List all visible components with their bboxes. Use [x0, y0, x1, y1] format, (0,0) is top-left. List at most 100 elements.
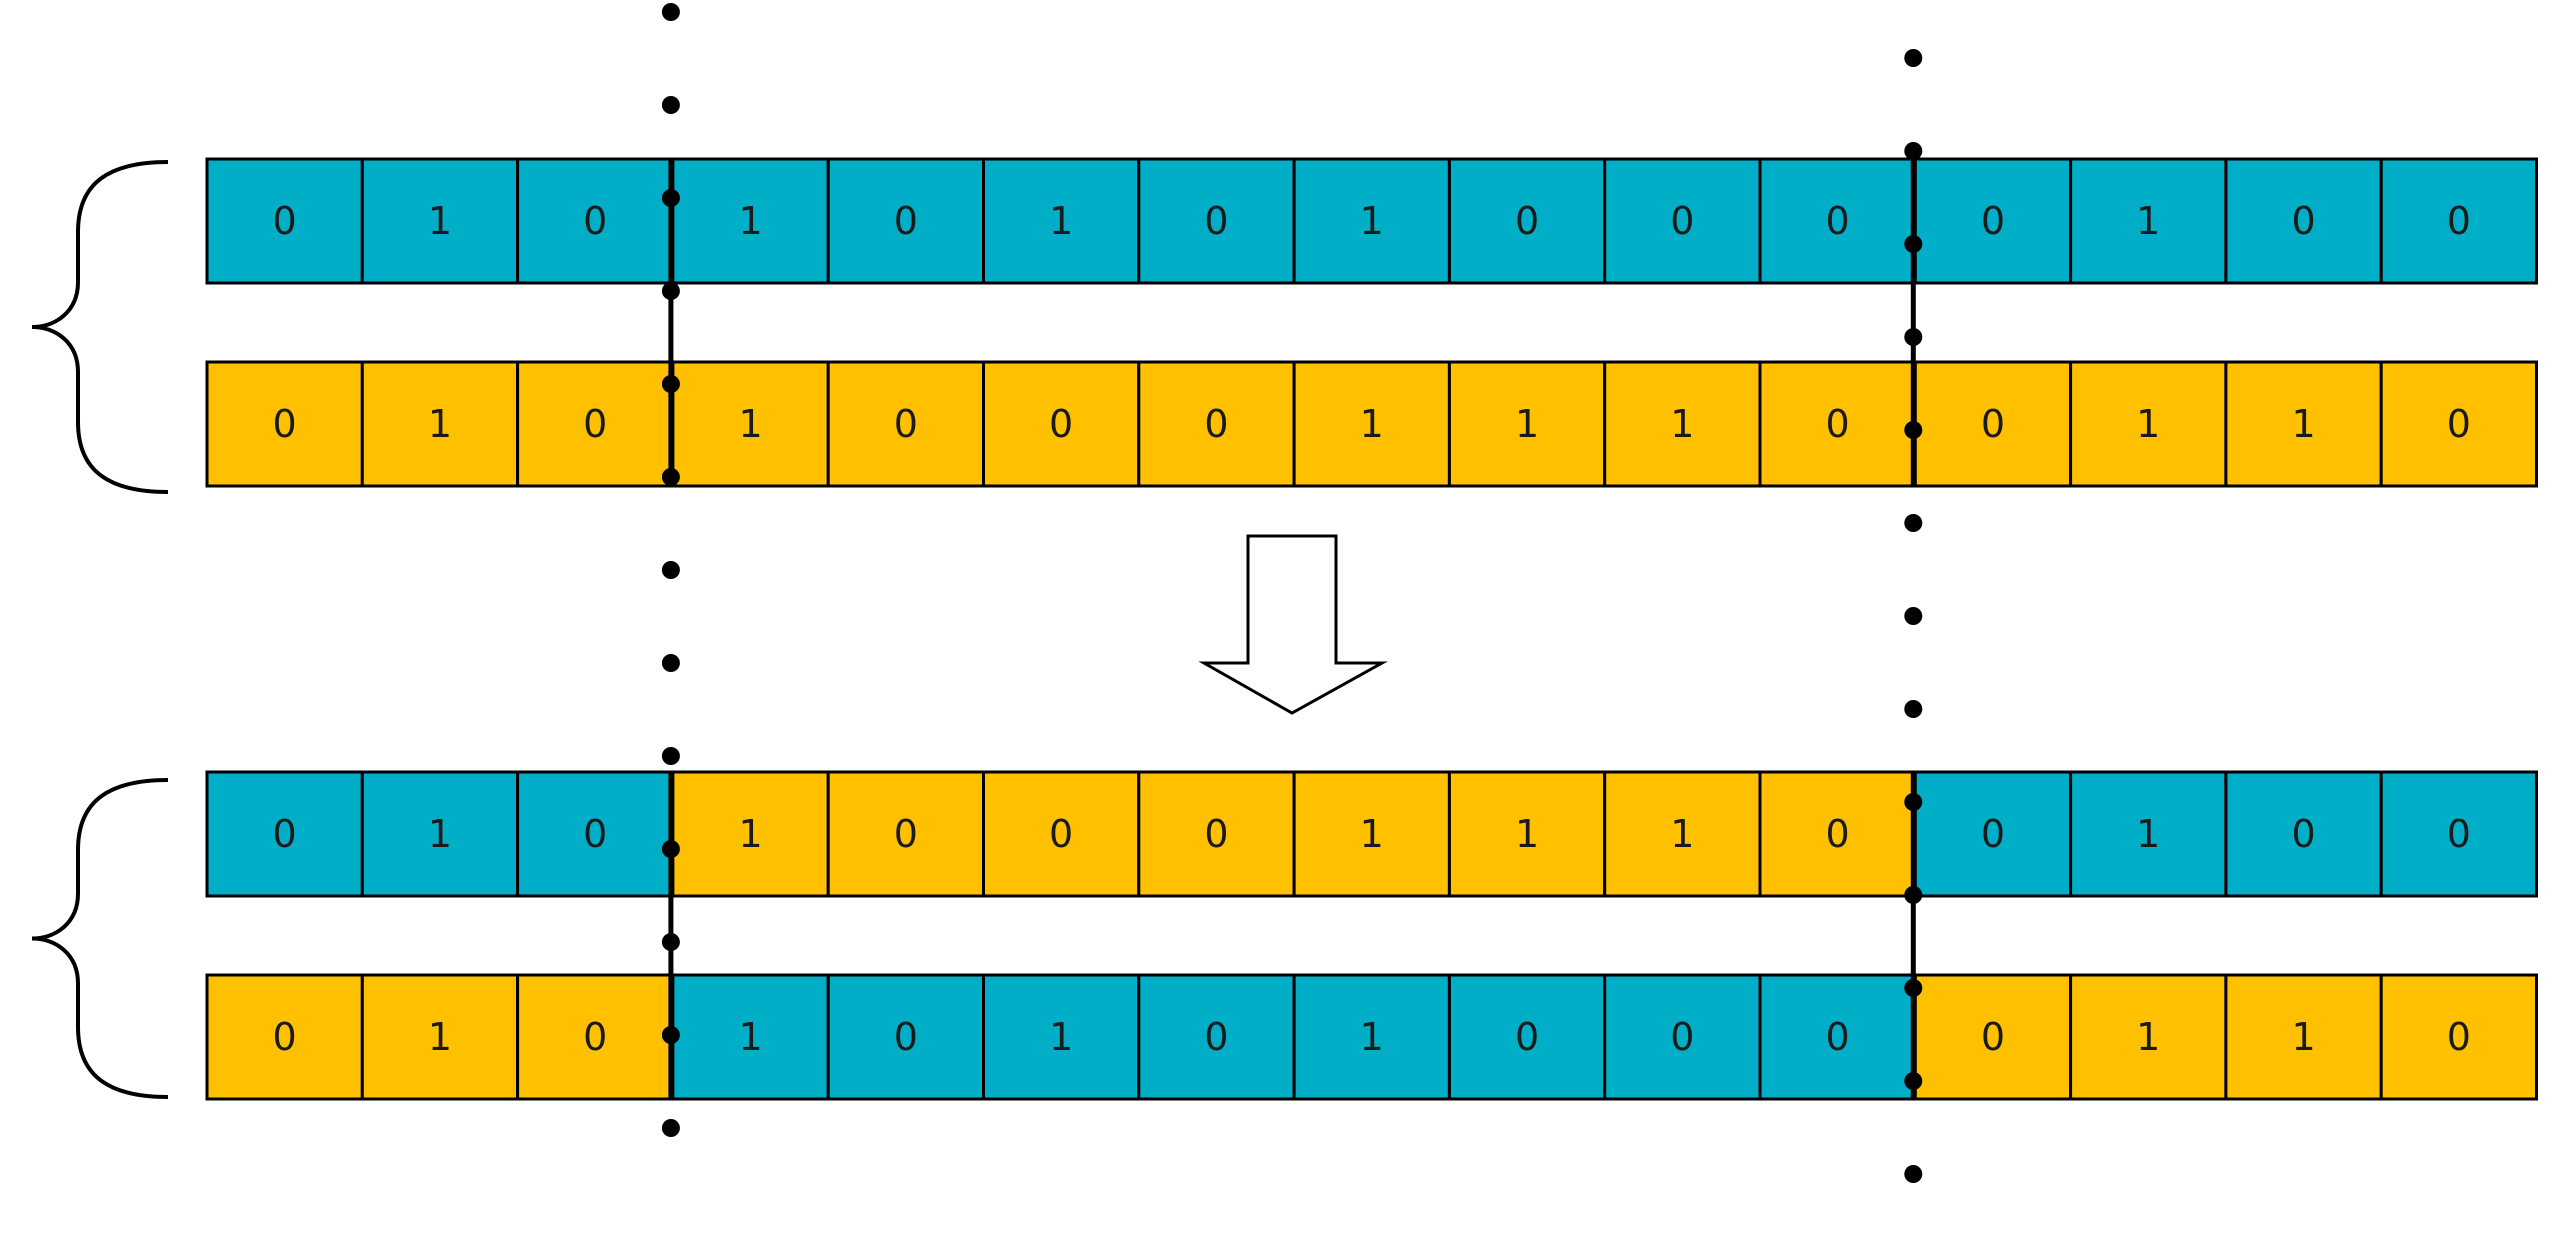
gene-cell-box	[205, 973, 364, 1101]
gene-cell: 0	[205, 770, 364, 898]
gene-cell: 1	[360, 770, 520, 898]
cut-dot	[1904, 49, 1923, 67]
gene-cell: 0	[1137, 770, 1296, 898]
gene-bit: 1	[738, 1015, 762, 1059]
gene-bit: 0	[1981, 402, 2005, 446]
gene-cell-box	[671, 973, 830, 1101]
gene-cell-box	[2379, 973, 2538, 1101]
gene-bit: 1	[1670, 812, 1694, 856]
gene-cell-box	[2224, 157, 2383, 285]
gene-bit: 1	[1360, 402, 1384, 446]
gene-cell: 0	[2224, 157, 2383, 285]
crossover-line-1	[661, 3, 680, 1137]
gene-bit: 1	[1515, 812, 1539, 856]
gene-cell-box	[1758, 770, 1917, 898]
down-arrow-icon	[1198, 534, 1388, 715]
cut-dot	[661, 747, 680, 765]
curly-brace-icon	[31, 160, 169, 494]
gene-bit: 0	[1204, 1015, 1228, 1059]
gene-cell: 0	[1758, 770, 1917, 898]
gene-cell-box	[1447, 770, 1607, 898]
crossover-lines-layer	[661, 3, 1923, 1183]
brackets-layer	[31, 160, 169, 1099]
gene-cell: 1	[2224, 973, 2383, 1101]
gene-cell-box	[982, 360, 1141, 488]
gene-cell-box	[826, 360, 986, 488]
gene-cell-box	[1292, 973, 1451, 1101]
gene-cell-box	[826, 157, 986, 285]
gene-bit: 0	[273, 402, 297, 446]
gene-bit: 1	[1515, 402, 1539, 446]
gene-bit: 0	[2447, 199, 2471, 243]
gene-bit: 0	[583, 199, 607, 243]
gene-cell: 0	[1913, 973, 2073, 1101]
gene-cell: 1	[2069, 973, 2228, 1101]
gene-cell: 0	[1913, 157, 2073, 285]
gene-cell-box	[360, 360, 520, 488]
gene-cell: 0	[516, 770, 675, 898]
gene-cell-box	[1913, 157, 2073, 285]
gene-bit: 0	[1204, 199, 1228, 243]
gene-cell-box	[671, 770, 830, 898]
cut-dot	[661, 96, 680, 114]
gene-cell: 1	[360, 973, 520, 1101]
gene-cell-box	[1137, 360, 1296, 488]
gene-cell: 1	[1292, 973, 1451, 1101]
cut-dot	[1904, 142, 1923, 160]
gene-cell-box	[826, 770, 986, 898]
gene-cell-box	[360, 973, 520, 1101]
cut-dot	[661, 561, 680, 579]
gene-bit: 0	[273, 1015, 297, 1059]
gene-cell: 0	[826, 973, 986, 1101]
gene-bit: 0	[1826, 1015, 1850, 1059]
gene-cell-box	[1603, 770, 1762, 898]
gene-cell: 0	[1758, 157, 1917, 285]
gene-cell-box	[2224, 973, 2383, 1101]
gene-bit: 1	[1360, 199, 1384, 243]
gene-cell: 0	[1758, 360, 1917, 488]
gene-cell: 0	[2224, 770, 2383, 898]
gene-bit: 0	[1204, 402, 1228, 446]
gene-cell: 1	[671, 973, 830, 1101]
gene-bit: 1	[1049, 1015, 1073, 1059]
gene-cell: 0	[1137, 360, 1296, 488]
gene-cell-box	[1913, 360, 2073, 488]
gene-cell: 1	[671, 157, 830, 285]
gene-bit: 0	[1515, 199, 1539, 243]
gene-bit: 0	[1826, 402, 1850, 446]
gene-bit: 0	[1981, 1015, 2005, 1059]
gene-bit: 0	[273, 812, 297, 856]
gene-bit: 0	[1670, 1015, 1694, 1059]
gene-cell: 1	[1292, 360, 1451, 488]
gene-cell-box	[360, 157, 520, 285]
gene-cell-box	[1292, 770, 1451, 898]
cut-dot	[661, 654, 680, 672]
cut-dot	[661, 1119, 680, 1137]
gene-cell-box	[2379, 770, 2538, 898]
gene-cell: 1	[360, 360, 520, 488]
gene-cell-box	[205, 157, 364, 285]
gene-bit: 0	[1049, 402, 1073, 446]
gene-bit: 1	[2136, 199, 2160, 243]
gene-bit: 1	[2136, 1015, 2160, 1059]
gene-bit: 1	[2291, 402, 2315, 446]
gene-cell: 0	[1137, 973, 1296, 1101]
crossover-line-2	[1904, 49, 1923, 1183]
gene-cell-box	[1292, 157, 1451, 285]
gene-bit: 0	[1049, 812, 1073, 856]
gene-cell: 0	[516, 360, 675, 488]
gene-bit: 0	[583, 402, 607, 446]
gene-bit: 0	[2291, 812, 2315, 856]
gene-cell-box	[516, 973, 675, 1101]
gene-bit: 1	[428, 812, 452, 856]
gene-cell: 0	[2379, 360, 2538, 488]
gene-cell-box	[1603, 360, 1762, 488]
gene-cell: 0	[982, 770, 1141, 898]
gene-cell: 0	[1447, 157, 1607, 285]
gene-bit: 1	[1049, 199, 1073, 243]
gene-cell-box	[1913, 770, 2073, 898]
gene-cell: 1	[1603, 360, 1762, 488]
gene-cell-box	[2224, 360, 2383, 488]
